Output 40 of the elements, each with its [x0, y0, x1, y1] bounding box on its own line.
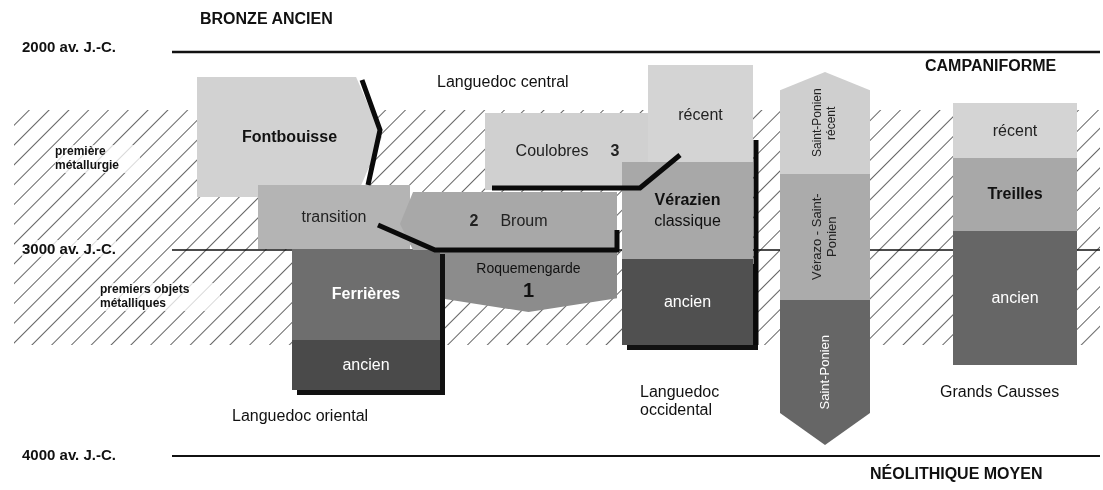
period-block [292, 340, 440, 390]
period-name: ancien [663, 292, 712, 312]
period-number: 2 [469, 211, 479, 231]
region-label: Languedoc central [437, 73, 569, 92]
period-name: Saint-Ponien récent [811, 87, 839, 160]
period-block [953, 103, 1077, 159]
period-block [648, 65, 753, 165]
period-name: récent [992, 121, 1038, 141]
period-name: Vérazien [654, 191, 721, 210]
period-block [440, 250, 617, 312]
band-label: première métallurgie [55, 145, 140, 173]
period-block [953, 158, 1077, 231]
period-block [258, 185, 410, 249]
period-name: Ferrières [331, 285, 401, 304]
period-name: Vérazo - Saint-Ponien [810, 192, 840, 283]
period-block [780, 174, 870, 300]
period-block [292, 249, 440, 340]
period-block [780, 300, 870, 445]
period-block [622, 162, 753, 259]
period-block [400, 192, 617, 250]
region-label: Languedoc oriental [232, 407, 369, 426]
period-block [953, 231, 1077, 365]
period-heading: NÉOLITHIQUE MOYEN [870, 465, 1043, 484]
period-name: Treilles [987, 185, 1043, 204]
period-name: récent [678, 105, 723, 125]
period-number: 1 [522, 278, 535, 302]
period-name: ancien [342, 355, 390, 375]
period-block [622, 259, 753, 345]
period-name: ancien [991, 288, 1039, 308]
period-name: Saint-Ponien [817, 335, 833, 410]
period-name: classique [654, 211, 721, 230]
period-number: 3 [610, 142, 620, 161]
band-label: premiers objets métalliques [100, 283, 220, 311]
period-name: Coulobres [515, 142, 589, 161]
period-name: Broum [500, 211, 548, 231]
period-name: Roquemengarde [476, 260, 581, 277]
period-block [780, 72, 870, 174]
period-name: transition [301, 207, 367, 227]
period-name: Fontbouisse [241, 127, 338, 147]
date-label: 3000 av. J.-C. [22, 240, 116, 258]
